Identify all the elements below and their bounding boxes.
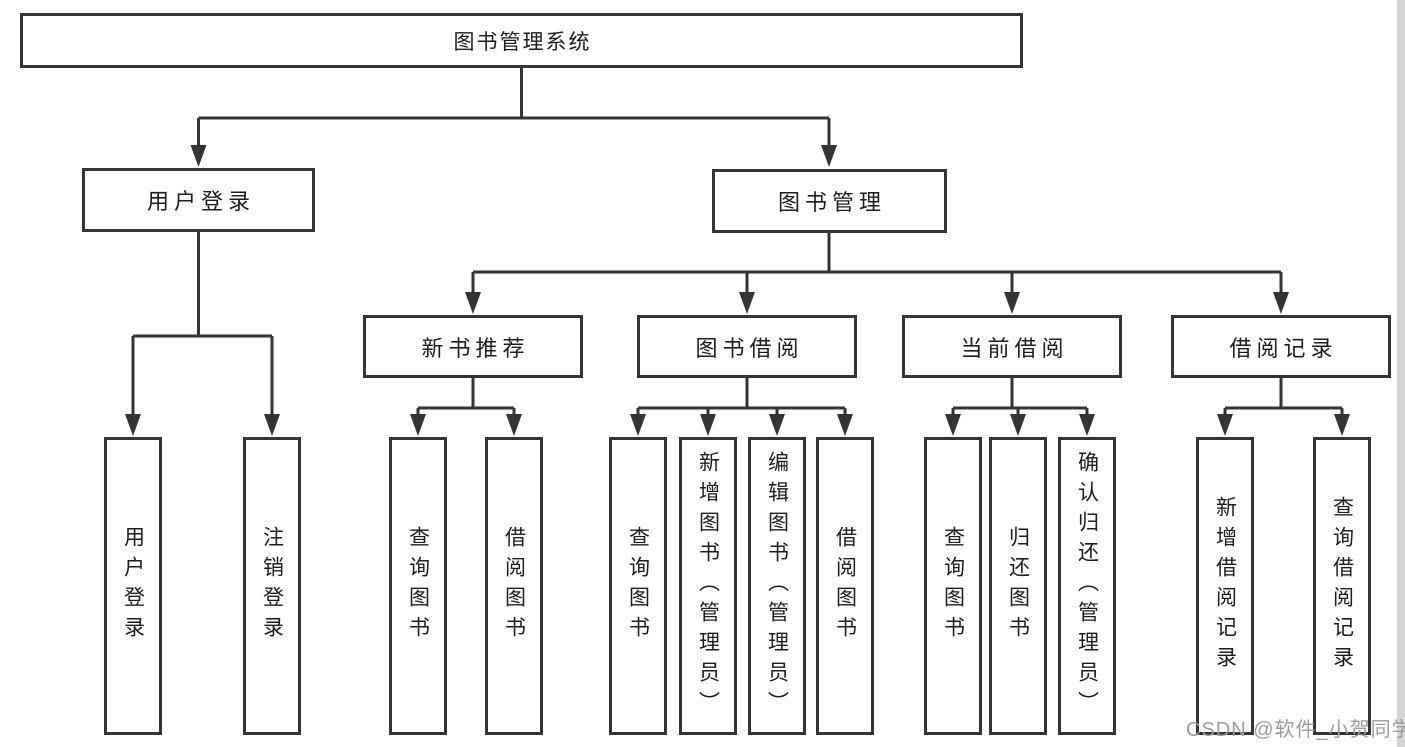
leaf-borrow-books-recommend: 借阅图书 xyxy=(485,437,543,735)
leaf-query-books-current: 查询图书 xyxy=(924,437,982,735)
leaf-query-books-recommend: 查询图书 xyxy=(389,437,447,735)
node-label: 图书管理 xyxy=(777,190,886,215)
leaf-user-login: 用户登录 xyxy=(104,437,162,735)
leaf-edit-books-admin: 编辑图书（管理员） xyxy=(748,437,806,735)
leaf-label: 借阅图书 xyxy=(502,526,526,646)
node-label: 当前借阅 xyxy=(960,335,1069,361)
node-new-book-recommendation: 新书推荐 xyxy=(363,315,583,378)
leaf-add-books-admin: 新增图书（管理员） xyxy=(679,437,737,735)
node-label: 新书推荐 xyxy=(421,335,530,361)
node-user-login: 用户登录 xyxy=(82,168,315,232)
watermark-text: CSDN @软件_小贺同学 xyxy=(1186,719,1405,741)
leaf-logout: 注销登录 xyxy=(243,437,301,735)
leaf-label: 查询图书 xyxy=(626,526,650,646)
node-label: 图书管理系统 xyxy=(453,30,592,54)
leaf-return-books: 归还图书 xyxy=(989,437,1047,735)
leaf-label: 编辑图书（管理员） xyxy=(765,451,789,721)
leaf-borrow-books: 借阅图书 xyxy=(816,437,874,735)
leaf-label: 查询图书 xyxy=(406,526,430,646)
leaf-label: 新增借阅记录 xyxy=(1213,496,1237,676)
leaf-add-borrow-record: 新增借阅记录 xyxy=(1196,437,1254,735)
leaf-label: 注销登录 xyxy=(260,526,284,646)
leaf-query-books-borrow: 查询图书 xyxy=(609,437,667,735)
node-borrowing-records: 借阅记录 xyxy=(1171,315,1391,378)
leaf-label: 查询借阅记录 xyxy=(1330,496,1354,676)
leaf-label: 借阅图书 xyxy=(833,526,857,646)
node-label: 用户登录 xyxy=(146,189,255,214)
node-library-management-system: 图书管理系统 xyxy=(20,13,1023,68)
node-label: 借阅记录 xyxy=(1229,335,1338,361)
leaf-label: 用户登录 xyxy=(121,526,145,646)
leaf-query-borrow-record: 查询借阅记录 xyxy=(1313,437,1371,735)
leaf-label: 归还图书 xyxy=(1006,526,1030,646)
node-label: 图书借阅 xyxy=(695,335,804,361)
page-edge-strip xyxy=(1397,0,1405,747)
leaf-label: 查询图书 xyxy=(941,526,965,646)
leaf-confirm-return-admin: 确认归还（管理员） xyxy=(1058,437,1116,735)
node-book-borrowing: 图书借阅 xyxy=(637,315,857,378)
node-current-borrowing: 当前借阅 xyxy=(902,315,1122,378)
leaf-label: 确认归还（管理员） xyxy=(1075,451,1099,721)
leaf-label: 新增图书（管理员） xyxy=(696,451,720,721)
node-book-management: 图书管理 xyxy=(712,169,947,233)
